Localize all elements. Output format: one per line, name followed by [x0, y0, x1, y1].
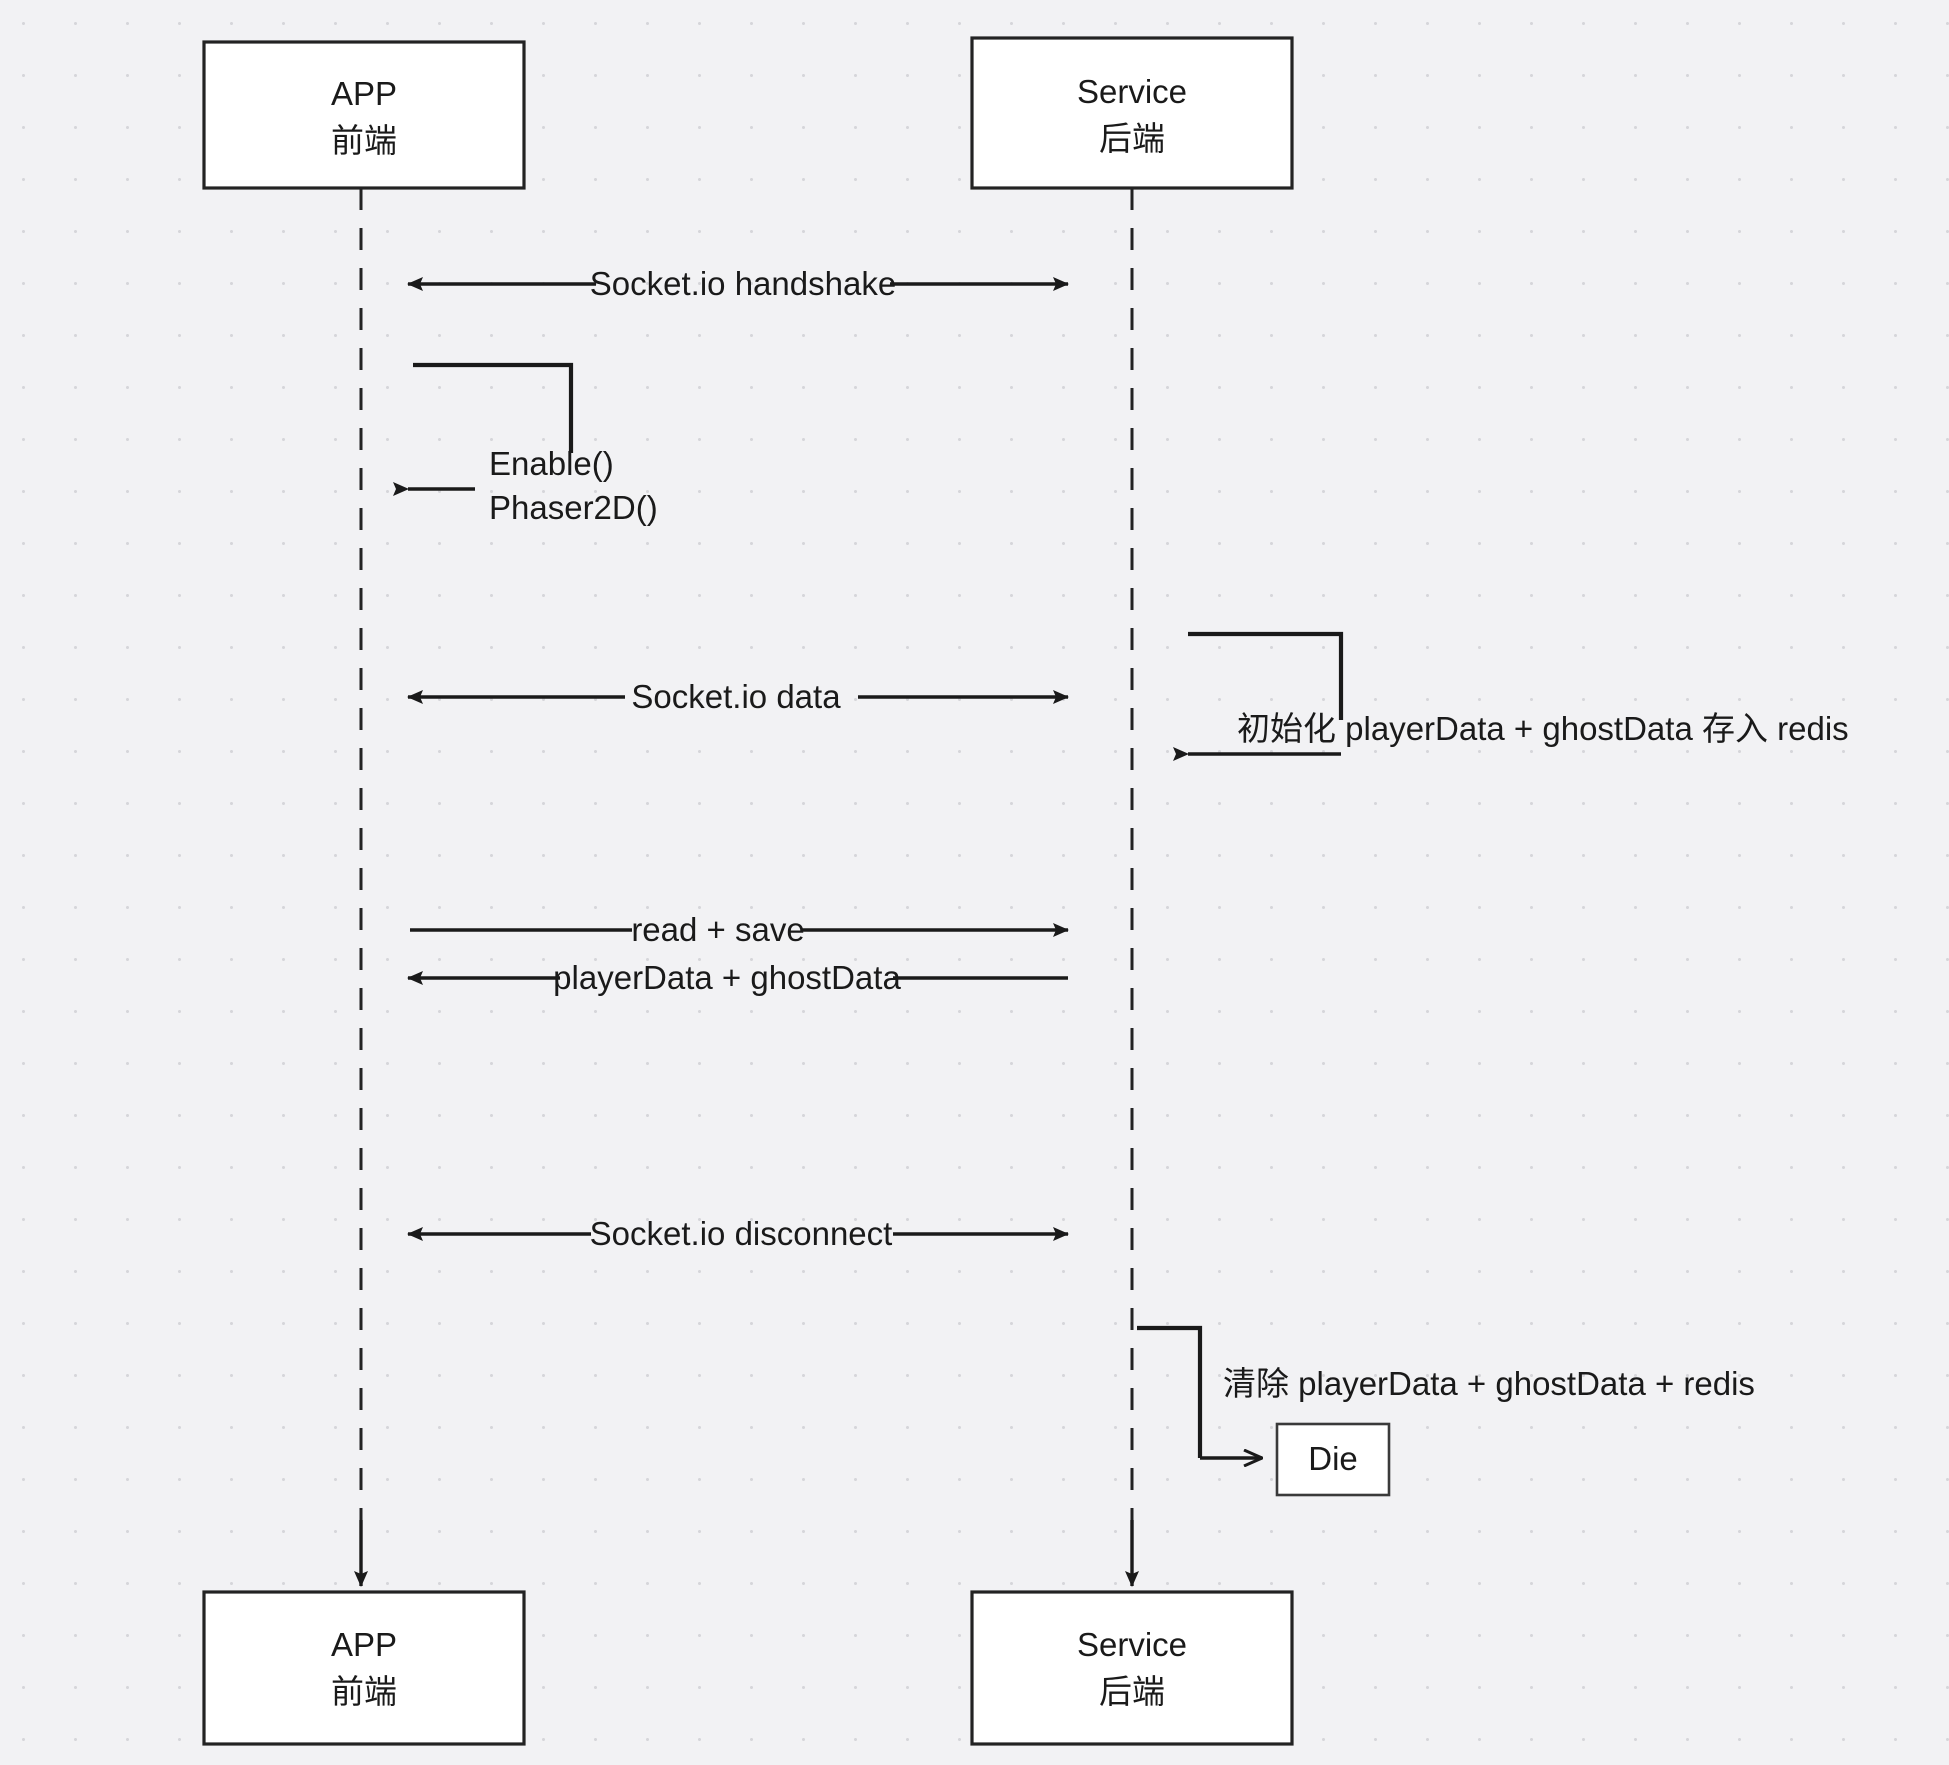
message-player-ghost-data-label: playerData + ghostData [553, 959, 901, 996]
node-die[interactable]: Die [1275, 1422, 1391, 1497]
message-socket-data[interactable]: Socket.io data [407, 678, 1069, 715]
message-handshake-label: Socket.io handshake [590, 265, 896, 302]
participant-title-service-bottom: Service [1077, 1626, 1187, 1663]
participant-title-app-bottom: APP [331, 1626, 397, 1663]
message-handshake[interactable]: Socket.io handshake [407, 265, 1069, 302]
message-socket-disconnect-label: Socket.io disconnect [590, 1215, 893, 1252]
participant-service-top[interactable]: Service 后端 [970, 36, 1294, 190]
participant-app-top[interactable]: APP 前端 [202, 40, 526, 190]
participant-box-service-top[interactable] [970, 36, 1294, 190]
message-service-self-init-label: 初始化 playerData + ghostData 存入 redis [1237, 710, 1849, 747]
message-service-self-cleanup-label: 清除 playerData + ghostData + redis [1223, 1365, 1755, 1402]
node-die-label: Die [1308, 1440, 1358, 1477]
participant-title-app-top: APP [331, 75, 397, 112]
participant-subtitle-app-bottom: 前端 [331, 1673, 397, 1710]
participant-subtitle-service-top: 后端 [1099, 120, 1165, 157]
participant-subtitle-app-top: 前端 [331, 122, 397, 159]
message-service-self-cleanup[interactable]: 清除 playerData + ghostData + redis [1137, 1325, 1755, 1458]
message-socket-disconnect[interactable]: Socket.io disconnect [407, 1215, 1069, 1252]
message-app-self-call-label-line1: Enable() [489, 445, 614, 482]
message-read-save[interactable]: read + save [410, 911, 1069, 948]
message-socket-data-label: Socket.io data [631, 678, 841, 715]
participant-box-app-top[interactable] [202, 40, 526, 190]
participant-service-bottom[interactable]: Service 后端 [970, 1590, 1294, 1746]
message-app-self-call-label-line2: Phaser2D() [489, 489, 658, 526]
participant-app-bottom[interactable]: APP 前端 [202, 1590, 526, 1746]
participant-subtitle-service-bottom: 后端 [1099, 1673, 1165, 1710]
message-service-self-cleanup-bracket [1137, 1325, 1203, 1458]
node-die-box[interactable] [1275, 1422, 1391, 1497]
participant-box-service-bottom[interactable] [970, 1590, 1294, 1746]
message-service-self-init-bracket [1188, 631, 1344, 720]
message-read-save-label: read + save [631, 911, 804, 948]
message-app-self-call[interactable]: Enable() Phaser2D() [393, 362, 658, 526]
participant-box-app-bottom[interactable] [202, 1590, 526, 1746]
participant-title-service-top: Service [1077, 73, 1187, 110]
message-service-self-init[interactable]: 初始化 playerData + ghostData 存入 redis [1173, 631, 1849, 761]
message-app-self-call-bracket [413, 362, 574, 453]
message-player-ghost-data[interactable]: playerData + ghostData [407, 959, 1068, 996]
